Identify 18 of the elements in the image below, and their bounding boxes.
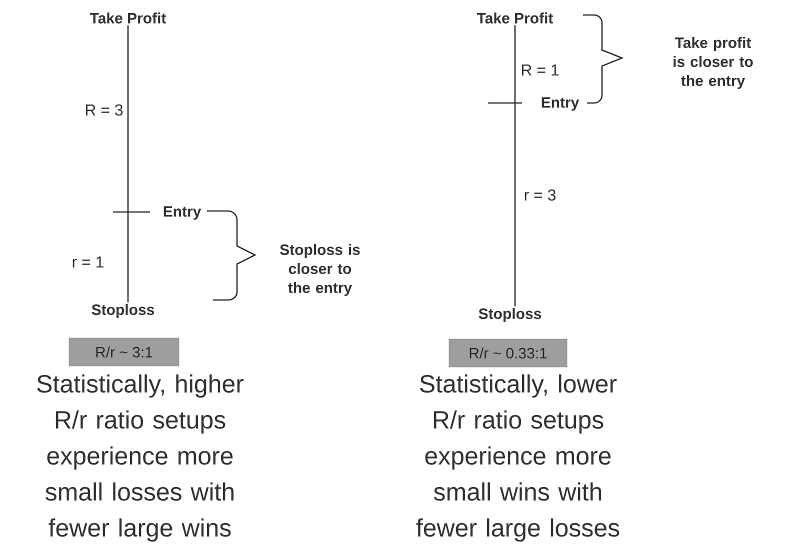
- level-label: Take Profit: [476, 12, 554, 24]
- ratio-box: R/r ~ 0.33:1: [448, 338, 568, 368]
- price-line: [127, 25, 129, 302]
- price-line: [514, 25, 516, 306]
- ratio-label: R = 1: [522, 64, 559, 76]
- entry-label: Entry: [542, 97, 580, 111]
- level-label: Take Profit: [90, 12, 166, 24]
- callout-text: Take profit is closer to the entry: [674, 37, 753, 89]
- level-label: Stoploss: [478, 308, 542, 322]
- summary-text: Statistically, lower R/r ratio setups experience more small wins with fewer large losses: [416, 374, 620, 542]
- ratio-box: R/r ~ 3:1: [68, 338, 180, 366]
- entry-label: Entry: [164, 206, 202, 220]
- ratio-label: r = 1: [72, 256, 104, 268]
- summary-text: Statistically, higher R/r ratio setups experience more small losses with fewer large wins: [37, 374, 244, 542]
- ratio-label: R = 3: [86, 104, 123, 116]
- callout-text: Stoploss is closer to the entry: [280, 244, 360, 296]
- level-label: Stoploss: [92, 304, 154, 318]
- ratio-label: r = 3: [524, 189, 556, 201]
